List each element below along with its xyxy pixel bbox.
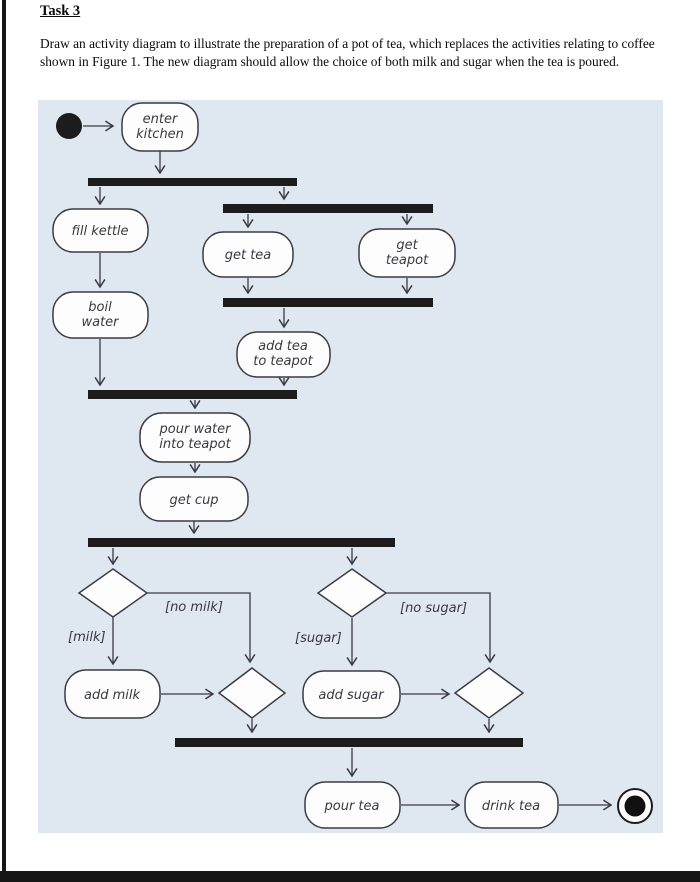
- guard-milk-label: [milk]: [68, 630, 106, 645]
- activity-get-cup: get cup: [139, 476, 249, 522]
- add-tea-shape: [236, 331, 331, 378]
- get-tea-shape: [202, 231, 294, 278]
- fork-bar-tea: [223, 204, 433, 213]
- document-content: Task 3 Draw an activity diagram to illus…: [40, 0, 660, 71]
- boil-water-label-line1: boil: [88, 300, 112, 315]
- activity-get-tea: get tea: [202, 231, 294, 278]
- milk-merge-diamond: [217, 667, 287, 719]
- activity-pour-water-into-teapot: pour water into teapot: [139, 412, 251, 463]
- guard-no-sugar-label: [no sugar]: [400, 601, 467, 616]
- add-milk-shape: [64, 669, 161, 719]
- sugar-decision-diamond: [316, 568, 388, 618]
- add-tea-label-line2: to teapot: [253, 354, 313, 369]
- fork-bar-main: [88, 178, 297, 186]
- activity-pour-tea: pour tea: [304, 781, 401, 829]
- page-bottom-border: [0, 871, 700, 882]
- get-teapot-shape: [358, 228, 456, 278]
- task-title: Task 3: [40, 3, 81, 19]
- final-node-core: [624, 795, 646, 817]
- join-bar-tea: [223, 298, 433, 307]
- get-cup-label: get cup: [169, 493, 218, 508]
- pour-tea-shape: [304, 781, 401, 829]
- fill-kettle-label: fill kettle: [71, 224, 128, 239]
- activity-enter-kitchen: enter kitchen: [121, 102, 199, 152]
- enter-kitchen-label-line1: enter: [143, 112, 179, 127]
- activity-add-milk: add milk: [64, 669, 161, 719]
- edge-no-milk-branch: [147, 592, 256, 664]
- get-tea-label: get tea: [225, 248, 272, 263]
- final-node: [617, 788, 653, 824]
- edge-no-sugar-branch: [386, 592, 496, 664]
- boil-water-label-line2: water: [81, 315, 120, 330]
- activity-fill-kettle: fill kettle: [52, 208, 149, 253]
- sugar-merge-diamond: [453, 667, 525, 719]
- fill-kettle-shape: [52, 208, 149, 253]
- guard-sugar-label: [sugar]: [295, 631, 342, 646]
- activity-get-teapot: get teapot: [358, 228, 456, 278]
- activity-diagram: enter kitchen fill kettle get tea get te…: [38, 100, 663, 833]
- milk-decision-diamond: [77, 568, 149, 618]
- task-description: Draw an activity diagram to illustrate t…: [40, 36, 655, 69]
- enter-kitchen-shape: [121, 102, 199, 152]
- page-left-border: [2, 0, 6, 882]
- fork-bar-milk-sugar: [88, 538, 395, 547]
- get-teapot-label-line1: get: [396, 238, 418, 253]
- activity-boil-water: boil water: [52, 291, 149, 339]
- pour-water-label-line2: into teapot: [159, 437, 231, 452]
- drink-tea-shape: [464, 781, 559, 829]
- add-tea-label-line1: add tea: [258, 339, 308, 354]
- activity-add-tea-to-teapot: add tea to teapot: [236, 331, 331, 378]
- guard-no-milk-label: [no milk]: [165, 600, 223, 615]
- add-sugar-shape: [302, 670, 401, 719]
- initial-node: [56, 113, 82, 139]
- activity-diagram-figure: enter kitchen fill kettle get tea get te…: [38, 100, 663, 833]
- pour-water-label-line1: pour water: [159, 422, 233, 437]
- pour-water-shape: [139, 412, 251, 463]
- drink-tea-label: drink tea: [482, 799, 540, 814]
- get-teapot-label-line2: teapot: [386, 253, 429, 268]
- boil-water-shape: [52, 291, 149, 339]
- add-milk-label: add milk: [84, 688, 140, 703]
- get-cup-shape: [139, 476, 249, 522]
- activity-add-sugar: add sugar: [302, 670, 401, 719]
- add-sugar-label: add sugar: [318, 688, 385, 703]
- enter-kitchen-label-line2: kitchen: [136, 127, 184, 142]
- pour-tea-label: pour tea: [324, 799, 380, 814]
- join-bar-final: [175, 738, 523, 747]
- join-bar-water: [88, 390, 297, 399]
- activity-drink-tea: drink tea: [464, 781, 559, 829]
